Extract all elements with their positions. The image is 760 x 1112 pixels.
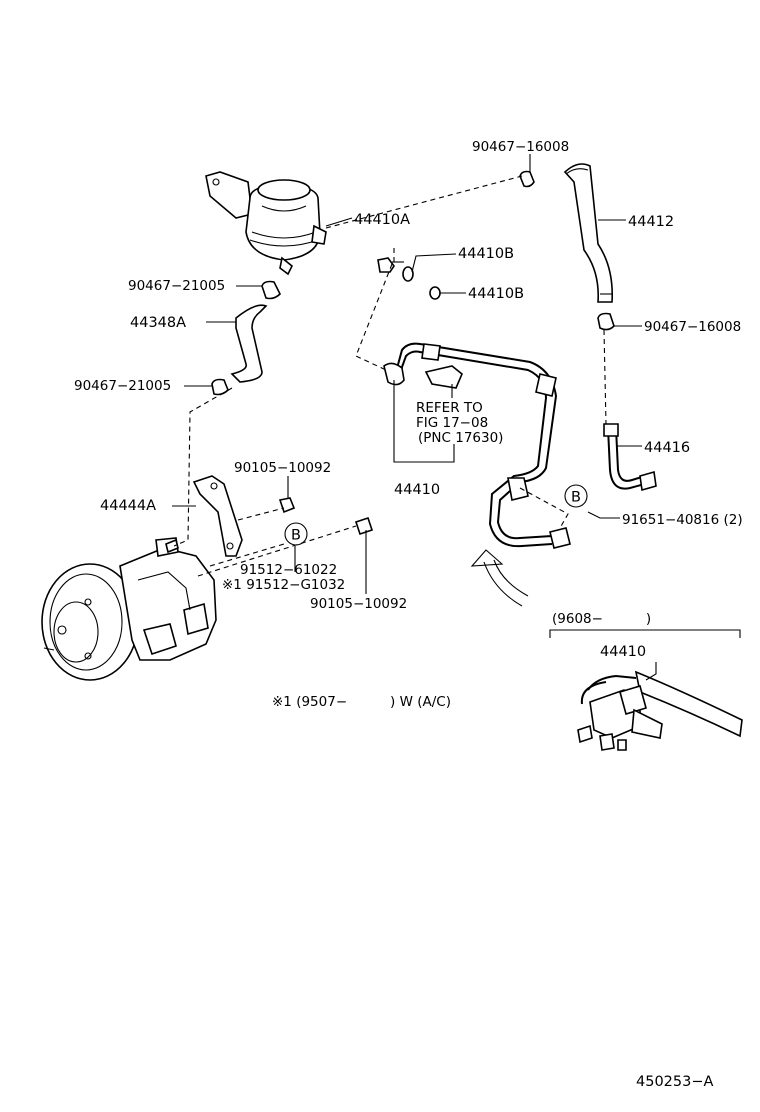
washer-44410B-upper bbox=[402, 266, 414, 282]
label-44416: 44416 bbox=[644, 440, 690, 456]
marker-b-right-text: B bbox=[571, 490, 581, 506]
pipe-44416 bbox=[603, 423, 657, 492]
label-44348A: 44348A bbox=[130, 315, 186, 331]
label-90467-16008-top: 90467−16008 bbox=[472, 139, 569, 155]
label-44410-main: 44410 bbox=[394, 482, 440, 498]
assembly-lines bbox=[173, 175, 607, 577]
label-44410A: 44410A bbox=[354, 212, 410, 228]
marker-b-left-text: B bbox=[291, 528, 301, 544]
pressure-hose-44410 bbox=[383, 342, 571, 549]
label-90467-16008-right: 90467−16008 bbox=[644, 319, 741, 335]
variant-note: ※1 (9507− ) W (A/C) bbox=[272, 694, 451, 710]
label-91512-G1032: ※1 91512−G1032 bbox=[222, 577, 345, 593]
label-91512-61022: 91512−61022 bbox=[240, 562, 337, 578]
marker-b-right: B bbox=[564, 484, 588, 508]
bracket-44444A bbox=[192, 475, 243, 557]
label-44410B-upper: 44410B bbox=[458, 246, 514, 262]
label-90467-21005-upper: 90467−21005 bbox=[128, 278, 225, 294]
label-44410B-lower: 44410B bbox=[468, 286, 524, 302]
washer-44410B-lower bbox=[429, 286, 441, 300]
hose-44412 bbox=[563, 163, 614, 303]
hose-44348A bbox=[211, 280, 281, 396]
inset-variant bbox=[549, 629, 743, 751]
direction-arrow bbox=[470, 549, 529, 607]
leader-lines bbox=[172, 154, 657, 681]
inset-period: (9608− ) bbox=[552, 611, 651, 627]
refer-line-2: FIG 17−08 bbox=[416, 415, 488, 431]
vane-pump bbox=[41, 537, 217, 681]
label-90467-21005-lower: 90467−21005 bbox=[74, 378, 171, 394]
label-90105-10092-lower: 90105−10092 bbox=[310, 596, 407, 612]
label-44412: 44412 bbox=[628, 214, 674, 230]
bolt-90105-10092-upper bbox=[278, 497, 296, 514]
refer-line-1: REFER TO bbox=[416, 400, 483, 416]
label-44444A: 44444A bbox=[100, 498, 156, 514]
reservoir-tank bbox=[205, 171, 327, 276]
clamp-90467-16008-top bbox=[519, 170, 535, 188]
marker-b-left: B bbox=[284, 522, 308, 546]
refer-line-3: (PNC 17630) bbox=[418, 430, 503, 446]
clamp-90467-16008-right bbox=[597, 312, 615, 331]
label-44410-inset: 44410 bbox=[600, 644, 646, 660]
label-90105-10092-upper: 90105−10092 bbox=[234, 460, 331, 476]
figure-id: 450253−A bbox=[636, 1074, 714, 1090]
bolt-90105-10092-lower bbox=[354, 516, 374, 536]
label-91651-40816: 91651−40816 (2) bbox=[622, 512, 743, 528]
